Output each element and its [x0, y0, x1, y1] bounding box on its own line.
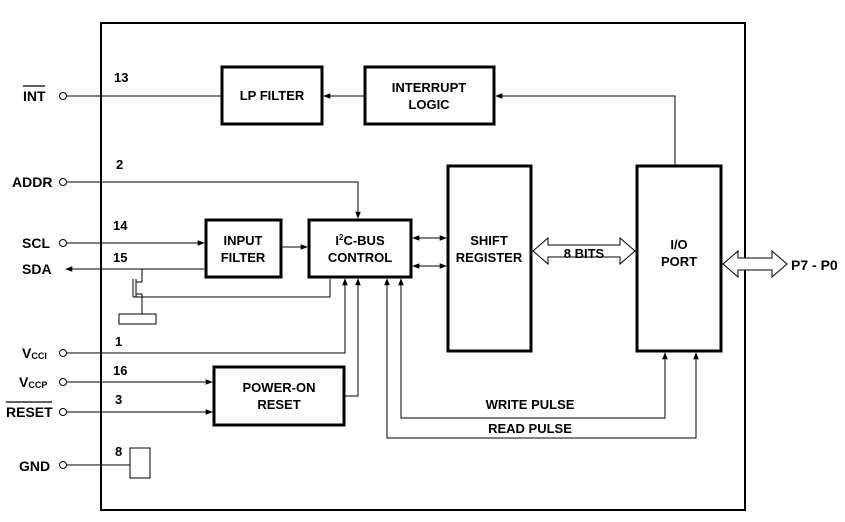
pin-addr-terminal [59, 178, 67, 186]
pin-vcci: VCCI 1 [22, 278, 348, 361]
interrupt-logic-label-2: LOGIC [408, 97, 450, 112]
pin-int: INT 13 [23, 70, 222, 104]
io-port-block: I/O PORT [635, 164, 723, 353]
pin-gnd-terminal [59, 461, 67, 469]
lp-filter-block: LP FILTER [220, 65, 324, 126]
pin-sda-label: SDA [22, 261, 52, 277]
pin-vcci-number: 1 [115, 334, 122, 349]
pin-vccp-label: VCCP [19, 374, 47, 390]
pin-scl: SCL 14 [22, 218, 205, 251]
sda-open-drain-transistor [118, 269, 331, 325]
pin-vccp: VCCP 16 [19, 363, 213, 390]
port-label: P7 - P0 [791, 257, 838, 273]
pin-reset-label: RESET [6, 404, 53, 420]
pin-addr: ADDR 2 [12, 157, 361, 219]
ioport-to-interrupt-line [495, 93, 676, 166]
shift-register-label-1: SHIFT [470, 233, 508, 248]
pin-gnd: GND 8 [19, 444, 151, 479]
bus-width-label: 8 BITS [564, 246, 605, 261]
pin-scl-terminal [59, 239, 67, 247]
pin-scl-label: SCL [22, 235, 50, 251]
pin-int-label: INT [23, 88, 46, 104]
power-on-reset-block: POWER-ON RESET [212, 365, 346, 427]
pin-gnd-label: GND [19, 458, 50, 474]
power-on-reset-label-2: RESET [257, 397, 300, 412]
interrupt-logic-block: INTERRUPT LOGIC [363, 65, 496, 126]
pin-vccp-terminal [59, 378, 67, 386]
pin-reset: RESET 3 [6, 392, 213, 420]
io-port-label-2: PORT [661, 254, 697, 269]
pin-sda: SDA 15 [22, 250, 331, 325]
pin-vcci-label: VCCI [22, 345, 47, 361]
i2c-bus-control-block: I2C-BUS CONTROL [307, 218, 413, 279]
pin-reset-number: 3 [115, 392, 122, 407]
eight-bit-bus: 8 BITS [532, 236, 636, 266]
pin-int-terminal [59, 92, 67, 100]
pin-scl-number: 14 [113, 218, 128, 233]
write-pulse-label: WRITE PULSE [486, 397, 575, 412]
pin-vccp-number: 16 [113, 363, 127, 378]
i2c-bus-control-label-1: I2C-BUS [335, 233, 385, 248]
pin-int-number: 13 [114, 70, 128, 85]
reset-to-control-line [344, 278, 361, 397]
input-filter-label-1: INPUT [224, 233, 263, 248]
pin-reset-terminal [59, 408, 67, 416]
lp-filter-label: LP FILTER [240, 88, 305, 103]
i2c-bus-control-label-2: CONTROL [328, 250, 392, 265]
shift-register-block: SHIFT REGISTER [446, 164, 533, 353]
pin-addr-label: ADDR [12, 174, 52, 190]
pin-gnd-number: 8 [115, 444, 122, 459]
power-on-reset-label-1: POWER-ON [243, 380, 316, 395]
addr-line [67, 181, 361, 219]
interrupt-logic-label-1: INTERRUPT [392, 80, 466, 95]
gnd-block [129, 447, 151, 479]
shift-register-label-2: REGISTER [456, 250, 523, 265]
pin-addr-number: 2 [116, 157, 123, 172]
pin-sda-number: 15 [113, 250, 127, 265]
read-pulse-line [384, 278, 699, 439]
input-filter-block: INPUT FILTER [204, 218, 283, 279]
input-filter-label-2: FILTER [221, 250, 266, 265]
pin-vcci-terminal [59, 349, 67, 357]
port-bus: P7 - P0 [722, 249, 838, 279]
read-pulse-label: READ PULSE [488, 421, 572, 436]
io-port-label-1: I/O [670, 237, 687, 252]
vcci-line [67, 278, 348, 354]
